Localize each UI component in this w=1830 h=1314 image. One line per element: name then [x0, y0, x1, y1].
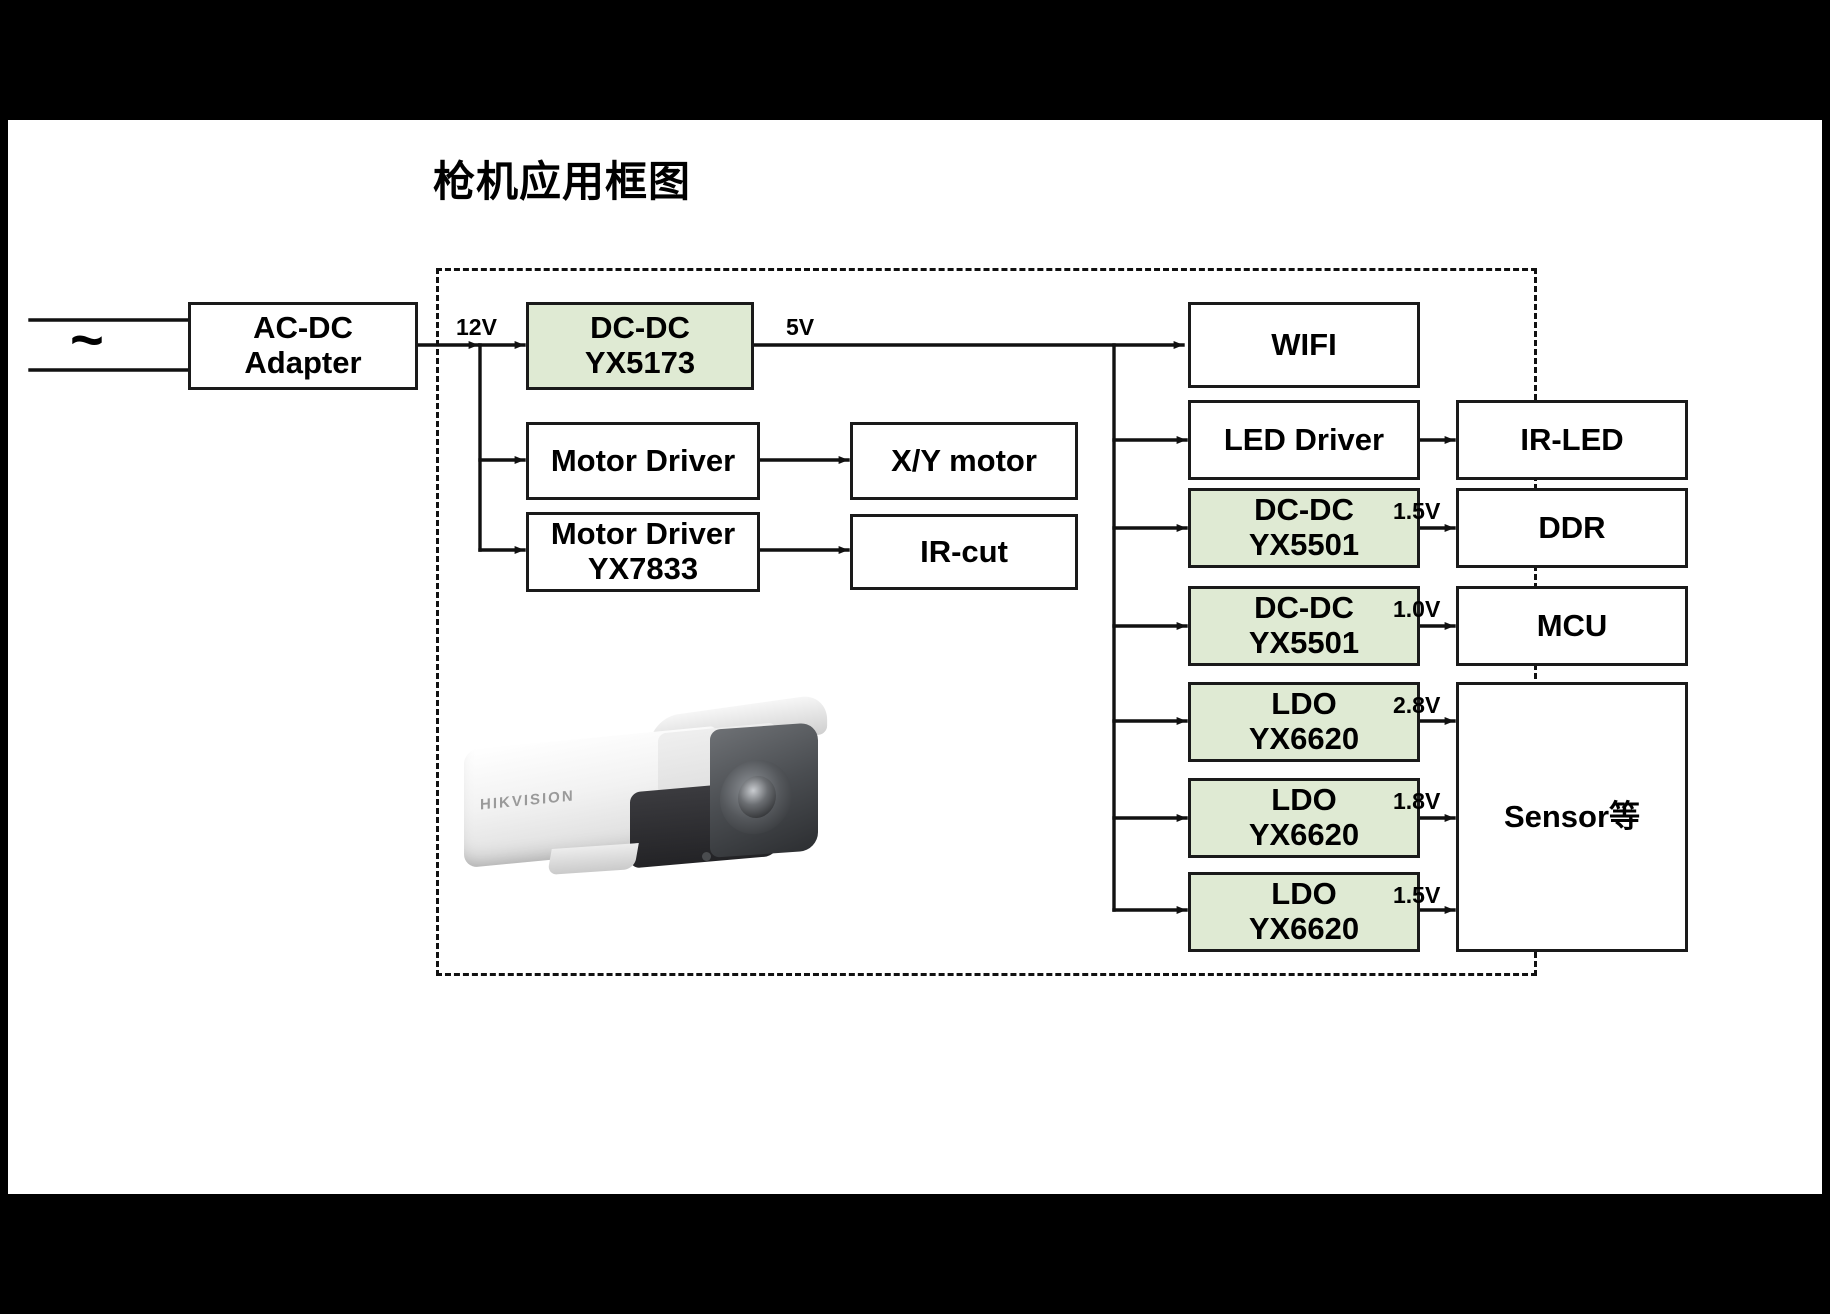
block-ldo-yx6620-c[interactable]: LDO YX6620: [1188, 872, 1420, 952]
rail-label-5v: 5V: [786, 314, 815, 340]
block-line-1: LDO: [1271, 782, 1337, 818]
block-ac-dc-adapter[interactable]: AC-DC Adapter: [188, 302, 418, 390]
rail-label-ddr-1v5: 1.5V: [1393, 498, 1441, 524]
block-line-1: LED Driver: [1223, 421, 1385, 457]
block-line-1: WIFI: [1271, 326, 1337, 362]
block-line-2: YX6620: [1248, 721, 1360, 756]
block-dc-dc-yx5501-a[interactable]: DC-DC YX5501: [1188, 488, 1420, 568]
block-line-1: IR-cut: [920, 533, 1008, 569]
rail-label-sensor-1v5: 1.5V: [1393, 882, 1441, 908]
block-line-2: YX5501: [1248, 527, 1360, 562]
block-motor-driver-1[interactable]: Motor Driver: [526, 422, 760, 500]
block-line-2: YX5173: [584, 345, 696, 380]
block-ddr[interactable]: DDR: [1456, 488, 1688, 568]
block-line-1: MCU: [1536, 607, 1608, 643]
bullet-camera-photo: HIKVISION: [458, 693, 888, 915]
block-dc-dc-yx5173[interactable]: DC-DC YX5173: [526, 302, 754, 390]
block-line-1: DDR: [1538, 509, 1606, 545]
block-ldo-yx6620-a[interactable]: LDO YX6620: [1188, 682, 1420, 762]
page-title: 枪机应用框图: [433, 158, 692, 205]
block-ldo-yx6620-b[interactable]: LDO YX6620: [1188, 778, 1420, 858]
block-line-1: LDO: [1271, 686, 1337, 722]
block-line-1: DC-DC: [1254, 492, 1354, 528]
block-line-1: Motor Driver: [550, 442, 736, 478]
block-motor-driver-yx7833[interactable]: Motor Driver YX7833: [526, 512, 760, 592]
block-line-2: Adapter: [244, 345, 362, 380]
rail-label-mcu-1v0: 1.0V: [1393, 596, 1441, 622]
block-line-1: Motor Driver: [550, 516, 736, 552]
block-wifi[interactable]: WIFI: [1188, 302, 1420, 388]
ac-mains-icon: ~: [70, 308, 104, 373]
block-line-1: Sensor等: [1503, 798, 1641, 834]
block-xy-motor[interactable]: X/Y motor: [850, 422, 1078, 500]
block-line-2: YX5501: [1248, 625, 1360, 660]
camera-mount-bracket: [547, 842, 639, 876]
block-line-1: DC-DC: [590, 310, 690, 346]
block-dc-dc-yx5501-b[interactable]: DC-DC YX5501: [1188, 586, 1420, 666]
block-line-1: IR-LED: [1520, 421, 1624, 457]
block-sensor[interactable]: Sensor等: [1456, 682, 1688, 952]
rail-label-sensor-1v8: 1.8V: [1393, 788, 1441, 814]
rail-label-sensor-2v8: 2.8V: [1393, 692, 1441, 718]
block-ir-led[interactable]: IR-LED: [1456, 400, 1688, 480]
block-line-2: YX6620: [1248, 911, 1360, 946]
slide-canvas: 枪机应用框图: [8, 120, 1822, 1194]
camera-indicator-led: [702, 852, 711, 861]
block-line-1: DC-DC: [1254, 590, 1354, 626]
block-line-2: YX6620: [1248, 817, 1360, 852]
block-mcu[interactable]: MCU: [1456, 586, 1688, 666]
block-line-2: YX7833: [587, 551, 699, 586]
block-led-driver[interactable]: LED Driver: [1188, 400, 1420, 480]
block-line-1: X/Y motor: [891, 442, 1037, 478]
block-ir-cut[interactable]: IR-cut: [850, 514, 1078, 590]
block-line-1: LDO: [1271, 876, 1337, 912]
rail-label-12v: 12V: [456, 314, 497, 340]
block-line-1: AC-DC: [253, 310, 353, 346]
